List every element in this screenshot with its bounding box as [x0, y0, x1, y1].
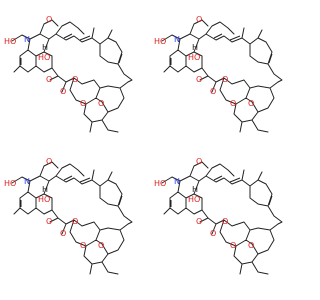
ring-oxygen-label: O: [196, 157, 202, 166]
ester-oxygen-a-label: O: [46, 217, 52, 226]
hydroxyl-label: HO: [188, 195, 200, 204]
hydroxyimino-label: HO: [154, 37, 166, 46]
hydrogen-label: H: [192, 43, 198, 52]
imine-n-label: N: [24, 177, 30, 186]
ester-oxygen-b-label: O: [210, 87, 216, 96]
spiro-oxygen-b-label: O: [230, 99, 236, 108]
spiro-oxygen-a-label: O: [248, 241, 254, 250]
hydrogen-label: H: [192, 185, 198, 194]
molecule-1: HO N HO O O O O O O H: [4, 15, 133, 133]
hydroxyimino-label: HO: [4, 37, 16, 46]
ring-oxygen-label: O: [46, 15, 52, 24]
imine-n-label: N: [174, 177, 180, 186]
hydrogen-label: H: [42, 43, 48, 52]
ester-oxygen-a-label: O: [46, 75, 52, 84]
ring-oxygen-label: O: [46, 157, 52, 166]
spiro-oxygen-a-label: O: [98, 99, 104, 108]
molecule-4: HO N HO O O O O O O H: [154, 157, 283, 275]
molecule-3: HO N HO O O O O O O H: [4, 157, 133, 275]
hydroxyimino-label: HO: [154, 179, 166, 188]
ring-oxygen-label: O: [196, 15, 202, 24]
molecule-2: HO N HO O O O O O O H: [154, 15, 283, 133]
imine-n-label: N: [24, 35, 30, 44]
link-oxygen-label: O: [72, 75, 78, 84]
imine-n-label: N: [174, 35, 180, 44]
hydroxyl-label: HO: [38, 53, 50, 62]
hydroxyl-label: HO: [38, 195, 50, 204]
spiro-oxygen-b-label: O: [80, 241, 86, 250]
ester-oxygen-a-label: O: [196, 75, 202, 84]
ester-oxygen-b-label: O: [60, 229, 66, 238]
ester-oxygen-b-label: O: [60, 87, 66, 96]
spiro-oxygen-b-label: O: [230, 241, 236, 250]
ester-oxygen-a-label: O: [196, 217, 202, 226]
link-oxygen-label: O: [222, 217, 228, 226]
hydroxyl-label: HO: [188, 53, 200, 62]
ester-oxygen-b-label: O: [210, 229, 216, 238]
spiro-oxygen-b-label: O: [80, 99, 86, 108]
spiro-oxygen-a-label: O: [98, 241, 104, 250]
hydrogen-label: H: [42, 185, 48, 194]
link-oxygen-label: O: [72, 217, 78, 226]
spiro-oxygen-a-label: O: [248, 99, 254, 108]
hydroxyimino-label: HO: [4, 179, 16, 188]
link-oxygen-label: O: [222, 75, 228, 84]
molecule-grid: HO N HO O O O O O O H HO N HO O O O O O …: [4, 15, 283, 275]
